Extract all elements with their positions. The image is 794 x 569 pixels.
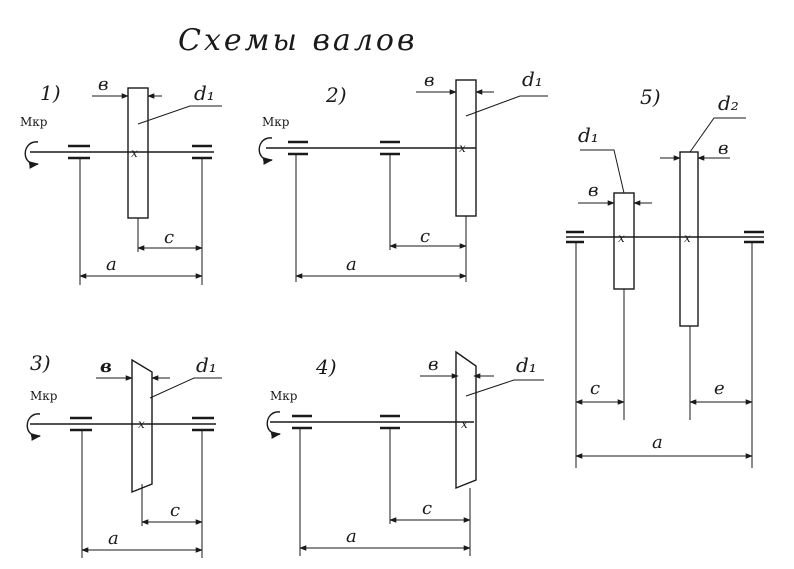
bearing-left: [288, 140, 308, 156]
dim-c: c: [590, 378, 600, 399]
dim-d1: d₁: [196, 353, 217, 377]
dim-d1: d₁: [578, 123, 599, 147]
dim-b1: в: [588, 180, 598, 201]
torque-label: Мкр: [30, 389, 58, 403]
svg-text:x: x: [684, 231, 691, 245]
bearing-left: [70, 416, 92, 432]
gear-wheel-d2: [679, 151, 699, 327]
svg-text:x: x: [131, 146, 138, 160]
scheme-1: 1) x Мкр в d₁ c a: [20, 74, 222, 285]
dim-a: a: [108, 528, 119, 549]
page-title: Схемы валов: [178, 23, 417, 58]
dim-d2: d₂: [718, 91, 739, 115]
scheme-2: 2) x Мкр в d₁ c a: [258, 67, 548, 282]
torque-label: Мкр: [20, 115, 48, 129]
torque-label: Мкр: [262, 115, 290, 129]
dim-c: c: [420, 226, 430, 247]
bevel-gear: [455, 350, 477, 490]
scheme-3-number: 3): [30, 351, 51, 375]
dim-d1: d₁: [516, 353, 537, 377]
bearing-left: [68, 144, 90, 160]
scheme-3: 3) x Мкр в d₁ c a: [26, 351, 222, 558]
dim-e: e: [714, 378, 725, 399]
torque-arrow-icon: [266, 411, 281, 439]
dim-a: a: [652, 432, 663, 453]
dim-a: a: [346, 526, 357, 547]
bearing-right: [192, 416, 214, 432]
torque-arrow-icon: [26, 413, 41, 441]
dim-b: в: [100, 356, 112, 377]
scheme-4-number: 4): [315, 355, 337, 379]
scheme-4: 4) x Мкр в d₁ c a: [266, 350, 544, 556]
torque-arrow-icon: [24, 141, 39, 169]
svg-text:x: x: [461, 417, 468, 431]
dim-c: c: [170, 500, 180, 521]
scheme-2-number: 2): [325, 83, 347, 107]
svg-text:x: x: [138, 417, 145, 431]
torque-arrow-icon: [258, 137, 273, 165]
bearing-left: [292, 414, 312, 430]
scheme-5-number: 5): [640, 85, 661, 109]
bearing-right: [744, 230, 764, 244]
dim-a: a: [106, 254, 117, 275]
dim-c: c: [164, 227, 174, 248]
bearing-left: [566, 230, 584, 244]
svg-text:x: x: [618, 231, 625, 245]
dim-b: в: [98, 74, 108, 95]
dim-d1: d₁: [522, 67, 543, 91]
dim-d1: d₁: [194, 81, 215, 105]
dim-b: в: [424, 70, 434, 91]
dim-b: в: [428, 354, 438, 375]
bevel-gear: [131, 358, 153, 494]
torque-label: Мкр: [270, 389, 298, 403]
dim-b2: в: [718, 138, 728, 159]
dim-c: c: [422, 498, 432, 519]
dim-a: a: [346, 254, 357, 275]
svg-text:x: x: [459, 141, 466, 155]
scheme-1-number: 1): [40, 81, 61, 105]
scheme-5: 5) x x в d₁ в d₂: [566, 85, 764, 468]
